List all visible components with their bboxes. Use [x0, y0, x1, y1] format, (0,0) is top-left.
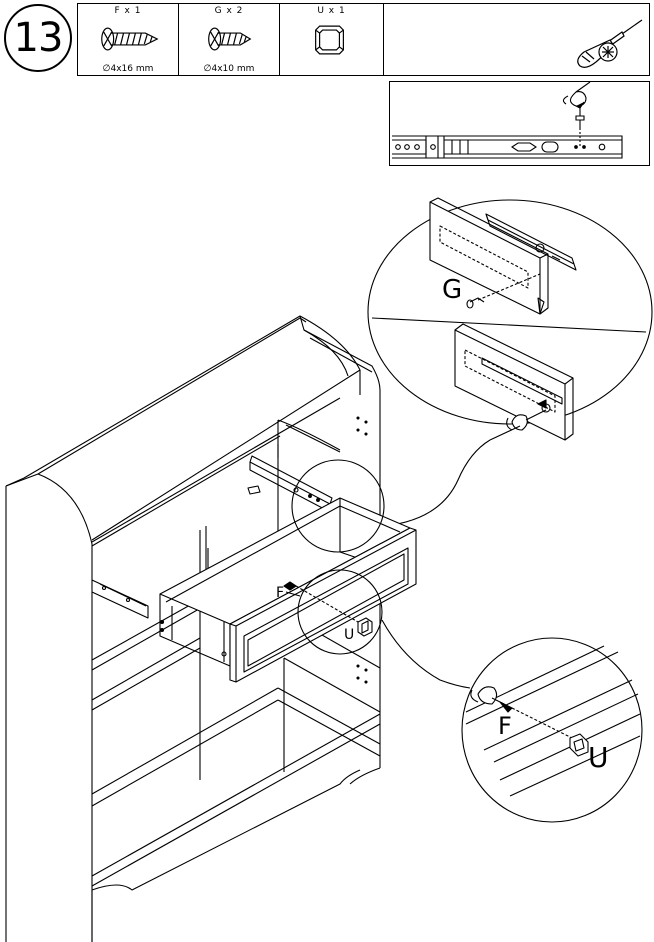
drawer: [159, 497, 417, 683]
label-f-lower: F: [498, 712, 512, 740]
part-size: ∅4x10 mm: [203, 64, 255, 74]
part-cell-u: U x 1: [280, 4, 384, 75]
knob-icon: [315, 25, 344, 55]
part-cell-f: F x 1 ∅4x16 mm: [78, 4, 179, 75]
slide-detail-panel: [389, 81, 650, 166]
label-u-main: U: [344, 627, 355, 643]
upper-callout: [367, 197, 653, 441]
part-qty: F x 1: [114, 6, 142, 16]
screw-short-icon: [208, 27, 252, 51]
screw-long-icon: [101, 27, 159, 51]
part-qty: U x 1: [317, 6, 346, 16]
phillips-screwdriver-icon: [577, 19, 643, 68]
drawer-slide-detail: [392, 82, 623, 159]
part-qty: G x 2: [214, 6, 244, 16]
part-cell-g: G x 2 ∅4x10 mm: [179, 4, 280, 75]
part-size: ∅4x16 mm: [102, 64, 154, 74]
parts-table: F x 1 ∅4x16 mm G x 2 ∅4x10 mm U x: [77, 3, 650, 76]
cabinet-body: [5, 315, 381, 942]
step-number-badge: 13: [4, 4, 72, 72]
label-f-main: F: [276, 585, 285, 601]
label-g-upper: G: [442, 275, 463, 305]
lower-callout: [461, 637, 643, 823]
label-u-lower: U: [588, 741, 609, 774]
tool-cell: [384, 4, 649, 75]
step-number: 13: [13, 15, 64, 61]
cabinet-assembly-drawing: [5, 197, 653, 942]
